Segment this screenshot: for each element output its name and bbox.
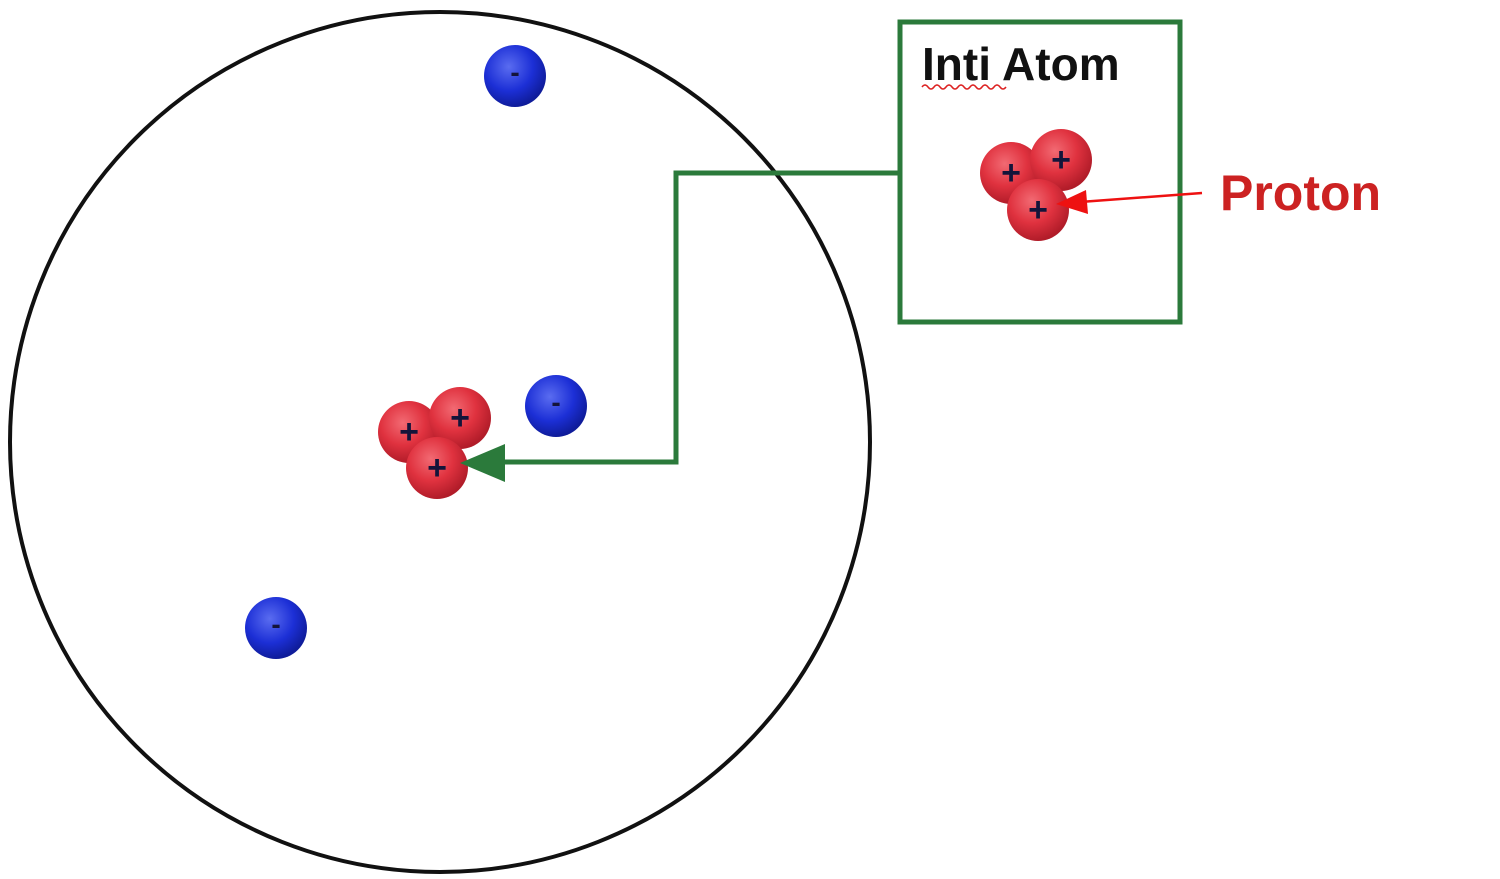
proton: +: [1007, 179, 1069, 241]
electron-sign: -: [551, 387, 560, 418]
inset-nucleus: + + +: [980, 129, 1092, 241]
svg-text:+: +: [1001, 154, 1021, 192]
svg-text:+: +: [399, 413, 419, 451]
svg-text:+: +: [1028, 191, 1048, 229]
nucleus: + + +: [378, 387, 491, 499]
inset-title: Inti Atom: [922, 38, 1120, 90]
svg-text:+: +: [427, 449, 447, 487]
callout-connector: [490, 170, 900, 465]
proton-label: Proton: [1220, 165, 1381, 221]
electron-top: -: [484, 45, 546, 107]
electron-sign: -: [510, 57, 519, 88]
spellcheck-underline: [921, 84, 1007, 90]
proton-pointer-arrowhead: [1056, 190, 1088, 214]
svg-text:+: +: [450, 399, 470, 437]
svg-text:+: +: [1051, 141, 1071, 179]
inset-box: [897, 19, 1183, 325]
callout-arrowhead: [460, 444, 505, 482]
electron-bottom: -: [245, 597, 307, 659]
proton-pointer-line: [1079, 191, 1203, 204]
electron-middle: -: [525, 375, 587, 437]
atom-boundary: [8, 10, 872, 874]
proton: +: [1030, 129, 1092, 191]
proton: +: [406, 437, 468, 499]
proton: +: [429, 387, 491, 449]
electron-sign: -: [271, 609, 280, 640]
